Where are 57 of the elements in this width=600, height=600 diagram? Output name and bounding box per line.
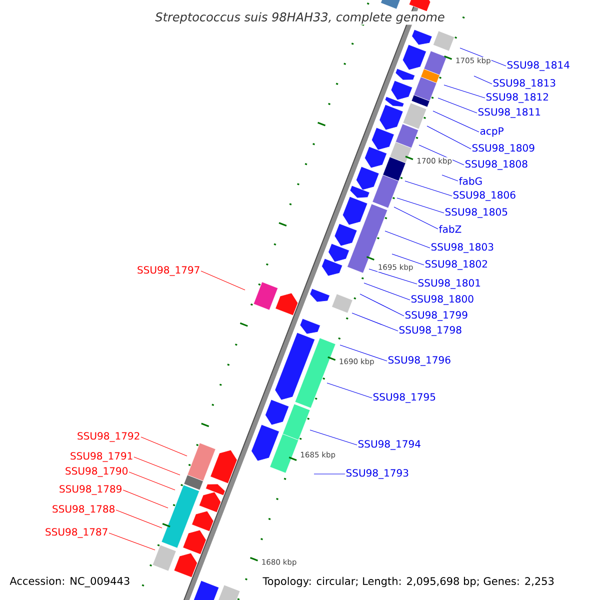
leader-line (364, 282, 410, 300)
leader-line (340, 344, 388, 362)
leader-line (444, 84, 486, 98)
gene-label: SSU98_1790 (66, 467, 128, 477)
gene-label: SSU98_1789 (60, 485, 122, 495)
leader-line (108, 532, 156, 550)
leader-line (474, 76, 492, 84)
leader-line (394, 206, 438, 230)
leader-line (310, 430, 358, 446)
gene-label: fabG (459, 177, 482, 185)
gene-label: SSU98_1792 (78, 432, 140, 442)
gene-label: SSU98_1799 (405, 311, 468, 321)
leader-line (418, 144, 464, 166)
gene-label: SSU98_1800 (411, 295, 474, 305)
gene-label: SSU98_1812 (486, 93, 548, 103)
leader-line (134, 456, 180, 476)
gene-label: SSU98_1798 (399, 326, 462, 336)
footer-text: Accession: NC_009443 (9, 576, 131, 588)
gene-label: SSU98_1795 (373, 393, 436, 403)
gene-label: SSU98_1794 (358, 440, 420, 450)
leader-line (368, 268, 418, 284)
gene-label: SSU98_1805 (445, 208, 508, 218)
footer-text: Topology: circular; Length: 2,095,698 bp; Genes: 2,253 (262, 576, 555, 588)
leader-line (404, 180, 452, 196)
gene-label: SSU98_1808 (465, 160, 528, 170)
gene-label: SSU98_1797 (138, 266, 200, 276)
title: Streptococcus suis 98HAH33, complete genome (154, 11, 446, 25)
leader-line (200, 270, 246, 290)
gene-label: fabZ (439, 225, 462, 233)
leader-line (392, 254, 424, 266)
leader-line (360, 294, 404, 316)
gene-label: SSU98_1802 (425, 260, 487, 270)
gene-label: SSU98_1809 (472, 144, 534, 154)
gene-label: SSU98_1806 (453, 191, 516, 201)
leader-line (432, 110, 480, 132)
gene-label: SSU98_1813 (493, 79, 556, 89)
gene-label: SSU98_1787 (46, 528, 108, 538)
gene-label: SSU98_1814 (507, 61, 570, 71)
leader-line (140, 436, 188, 456)
leader-line (116, 510, 162, 528)
leader-line (122, 490, 168, 508)
gene-label: SSU98_1788 (52, 505, 114, 515)
gene-label: SSU98_1796 (388, 356, 450, 366)
gene-label: SSU98_1803 (431, 243, 494, 253)
leader-line (352, 312, 398, 332)
gene-label: SSU98_1811 (478, 108, 540, 118)
leader-line (426, 126, 472, 150)
leader-line (442, 174, 458, 182)
gene-label: SSU98_1793 (346, 469, 408, 479)
gene-label: SSU98_1801 (418, 279, 480, 289)
leader-line (438, 98, 478, 114)
leader-line (396, 198, 444, 214)
gene-label: acpP (480, 127, 504, 137)
leader-line (128, 472, 176, 490)
leader-line (326, 382, 372, 398)
leader-line (384, 230, 430, 248)
gene-label: SSU98_1791 (70, 452, 132, 462)
